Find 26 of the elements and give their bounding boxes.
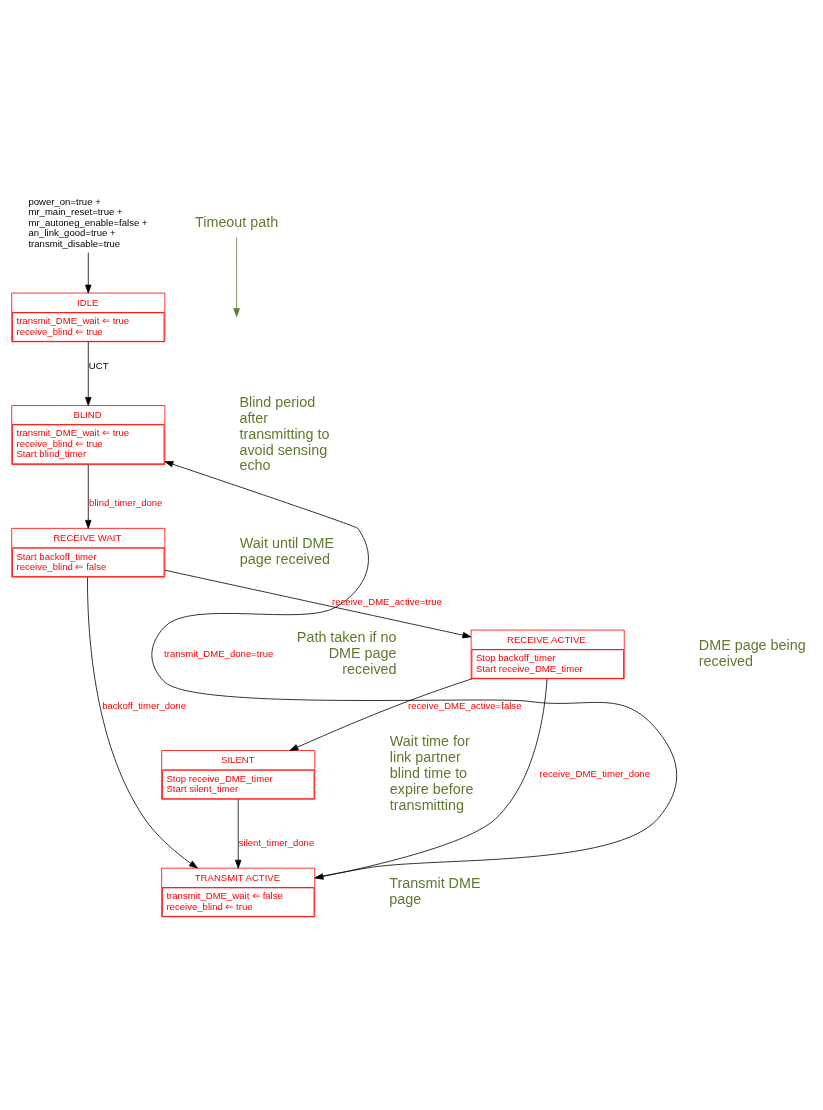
edge-label: receive_DME_active=false	[408, 699, 522, 711]
arrow	[85, 341, 92, 406]
arrow	[85, 251, 92, 293]
label: Transmit DME page	[389, 874, 481, 907]
label: Wait until DME page received	[239, 534, 335, 567]
label: Wait time for link partner blind time to expire before transmitting	[389, 732, 474, 813]
arrow	[151, 460, 678, 878]
edge-label: UCT	[88, 359, 109, 371]
edge-label: receive_DME_timer_done	[539, 767, 651, 779]
label: Path taken if no DME page received	[296, 628, 397, 677]
edge-label: silent_timer_done	[238, 836, 315, 847]
arrow	[233, 236, 240, 317]
arrow	[164, 569, 472, 638]
edge-label: backoff_timer_done	[102, 699, 187, 711]
label: DME page being received	[698, 636, 806, 669]
arrow	[314, 678, 548, 880]
edge-label: blind_timer_done	[89, 496, 163, 508]
arrow	[87, 576, 198, 868]
node-text: Timeout path	[195, 213, 279, 230]
edge-label: transmit_DME_done=true	[164, 647, 274, 659]
edge-label: receive_DME_active=true	[332, 595, 442, 607]
node-text: power_on=true + mr_main_reset=true + mr_autoneg_enable=false + an_link_good=true + transmit_disable=true	[28, 195, 148, 249]
arrow	[235, 798, 242, 869]
label: Blind period after transmitting to avoid sensing echo	[239, 393, 330, 473]
arrow	[85, 463, 92, 529]
arrow	[289, 677, 473, 751]
